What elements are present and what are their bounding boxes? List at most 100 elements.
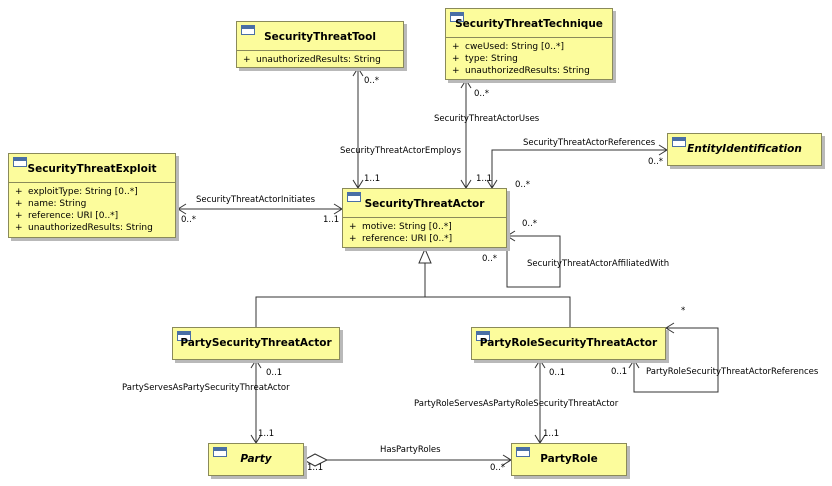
class-icon (13, 157, 27, 167)
class-icon (450, 12, 464, 22)
visibility-marker: + (452, 66, 460, 76)
mult-affiliated-b: 0..* (482, 254, 498, 264)
arrowhead (534, 359, 546, 369)
class-security-threat-technique[interactable]: SecurityThreatTechnique +cweUsed: String… (445, 8, 613, 80)
class-icon (516, 447, 530, 457)
assoc-label-uses: SecurityThreatActorUses (434, 114, 540, 124)
attribute-text: unauthorizedResults: String (256, 55, 381, 65)
visibility-marker: + (15, 223, 23, 233)
visibility-marker: + (349, 234, 357, 244)
mult-uses-actor: 1..1 (476, 174, 493, 184)
class-security-threat-tool[interactable]: SecurityThreatTool + unauthorizedResults:… (236, 21, 404, 68)
mult-has-roles-party: 1..1 (307, 463, 324, 473)
mult-initiates-exploit: 0..* (181, 215, 197, 225)
attribute-text: exploitType: String [0..*] (28, 187, 138, 197)
visibility-marker: + (452, 54, 460, 64)
mult-role-references-b: * (681, 306, 686, 316)
class-icon (213, 447, 227, 457)
visibility-marker: + (15, 187, 23, 197)
attribute-list: + exploitType: String [0..*] + name: String… (9, 182, 175, 236)
mult-uses-technique: 0..* (474, 89, 490, 99)
assoc-label-party-role-serves: PartyRoleServesAsPartyRoleSecurityThreat… (414, 399, 619, 409)
class-security-threat-actor[interactable]: SecurityThreatActor + motive: String [0..… (342, 188, 507, 248)
class-icon (347, 192, 361, 202)
class-name: SecurityThreatExploit (27, 163, 157, 175)
class-icon (476, 331, 490, 341)
class-attribute: + unauthorizedResults: String (237, 54, 403, 66)
class-entity-identification[interactable]: EntityIdentification (667, 133, 822, 166)
class-security-threat-exploit[interactable]: SecurityThreatExploit + exploitType: Stri… (8, 153, 176, 238)
class-name: PartySecurityThreatActor (180, 337, 332, 349)
class-name: SecurityThreatActor (364, 198, 485, 210)
mult-initiates-actor: 1..1 (323, 215, 340, 225)
affiliated-loop[interactable] (506, 235, 561, 288)
class-attribute: + motive: String [0..*] (343, 221, 506, 233)
visibility-marker: + (15, 199, 23, 209)
mult-employs-tool: 0..* (364, 76, 380, 86)
mult-role-references-a: 0..1 (611, 367, 628, 377)
class-attribute: + unauthorizedResults: String (446, 65, 612, 77)
class-name: PartyRole (540, 453, 598, 465)
class-name: EntityIdentification (687, 143, 802, 155)
arrowhead (506, 230, 516, 242)
visibility-marker: + (452, 42, 460, 52)
assoc-label-affiliated: SecurityThreatActorAffiliatedWith (527, 259, 670, 269)
class-icon (177, 331, 191, 341)
class-party-role-security-threat-actor[interactable]: PartyRoleSecurityThreatActor (471, 327, 666, 360)
visibility-marker: + (243, 55, 251, 65)
attribute-text: unauthorizedResults: String (465, 66, 590, 76)
assoc-label-references: SecurityThreatActorReferences (523, 138, 656, 148)
arrowhead (177, 203, 187, 215)
class-party[interactable]: Party (208, 443, 304, 476)
attribute-text: reference: URI [0..*] (362, 234, 453, 244)
aggregation-diamond (302, 453, 329, 467)
mult-party-serves-party: 1..1 (258, 429, 275, 439)
generalization-line[interactable] (255, 296, 571, 329)
attribute-text: unauthorizedResults: String (28, 223, 153, 233)
arrowhead (250, 359, 262, 369)
assoc-label-employs: SecurityThreatActorEmploys (340, 146, 461, 156)
arrowhead (460, 79, 472, 89)
class-attribute: + reference: URI [0..*] (343, 233, 506, 245)
class-attribute: + name: String (9, 198, 175, 210)
mult-party-role-serves-role: 1..1 (543, 429, 560, 439)
mult-party-serves-actor: 0..1 (266, 368, 283, 378)
mult-has-roles-role: 0..* (490, 463, 506, 473)
mult-affiliated-a: 0..* (522, 219, 538, 229)
attribute-list: +cweUsed: String [0..*]+type: String+una… (446, 37, 612, 79)
assoc-label-has-party-roles: HasPartyRoles (380, 445, 441, 455)
attribute-text: reference: URI [0..*] (28, 211, 119, 221)
class-attribute: + reference: URI [0..*] (9, 210, 175, 222)
class-attribute: + unauthorizedResults: String (9, 222, 175, 234)
visibility-marker: + (15, 211, 23, 221)
class-icon (241, 25, 255, 35)
mult-party-role-serves-actor: 0..1 (549, 368, 566, 378)
class-name: Party (240, 453, 272, 465)
arrowhead (628, 359, 640, 369)
mult-employs-actor: 1..1 (364, 174, 381, 184)
attribute-list: + motive: String [0..*] + reference: URI [0… (343, 217, 506, 247)
class-attribute: +type: String (446, 53, 612, 65)
class-party-role[interactable]: PartyRole (511, 443, 627, 476)
class-name: PartyRoleSecurityThreatActor (479, 337, 658, 349)
class-attribute: + exploitType: String [0..*] (9, 186, 175, 198)
generalization-triangle (418, 247, 432, 264)
assoc-label-role-references: PartyRoleSecurityThreatActorReferences (646, 367, 819, 377)
mult-references-entity: 0..* (648, 157, 664, 167)
mult-references-actor: 0..* (515, 180, 531, 190)
visibility-marker: + (349, 222, 357, 232)
arrowhead (352, 67, 364, 77)
attribute-text: motive: String [0..*] (362, 222, 452, 232)
class-party-security-threat-actor[interactable]: PartySecurityThreatActor (172, 327, 340, 360)
attribute-list: + unauthorizedResults: String (237, 50, 403, 68)
references-line[interactable] (491, 149, 667, 188)
role-references-loop[interactable] (633, 327, 719, 393)
class-name: SecurityThreatTool (264, 31, 376, 43)
assoc-label-initiates: SecurityThreatActorInitiates (196, 195, 316, 205)
class-name: SecurityThreatTechnique (455, 18, 603, 30)
arrowhead (665, 322, 675, 334)
attribute-text: name: String (28, 199, 87, 209)
assoc-label-party-serves: PartyServesAsPartySecurityThreatActor (122, 383, 290, 393)
